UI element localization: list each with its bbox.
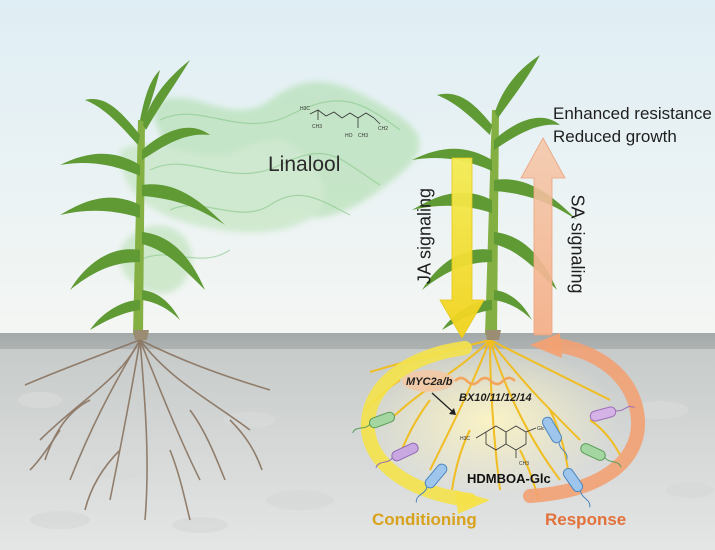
chem-hd-glc: Glc [537, 426, 545, 432]
outcome-growth-label: Reduced growth [553, 127, 677, 146]
bacteria-icon [352, 406, 635, 508]
chem-hd-methyl: H3C [460, 436, 470, 442]
chem-hydroxyl: HO [345, 133, 353, 139]
linalool-label: Linalool [268, 153, 341, 176]
outcome-resistance-label: Enhanced resistance [553, 104, 712, 123]
conditioning-label: Conditioning [372, 510, 477, 529]
chem-hd-methyl-n: CH3 [519, 461, 529, 467]
sa-signaling-label: SA signaling [567, 194, 588, 294]
ja-signaling-label: JA signaling [414, 187, 435, 285]
sa-arrow [520, 137, 566, 336]
gene-wave [454, 376, 516, 386]
induction-arrow [431, 392, 454, 413]
chem-methyl-1: H3C [300, 106, 310, 112]
response-label: Response [545, 510, 627, 529]
chem-methyl-2: CH3 [312, 124, 322, 130]
ja-arrow [439, 157, 485, 339]
myc2-label: MYC2a/b [406, 376, 453, 388]
soil-surface [0, 333, 715, 349]
chem-methyl-3: CH3 [358, 133, 368, 139]
chem-methylene: CH2 [378, 126, 388, 132]
myc2-blob [402, 370, 454, 392]
hdmboa-glc-label: HDMBOA-Glc [467, 471, 551, 486]
bx-genes-label: BX10/11/12/14 [459, 392, 532, 404]
soil-pebbles [18, 392, 714, 533]
root-icon-left [24, 339, 271, 521]
molecule-icon [309, 109, 381, 128]
hdmboa-structure-icon [475, 425, 537, 458]
plant-icon-left [60, 60, 225, 340]
